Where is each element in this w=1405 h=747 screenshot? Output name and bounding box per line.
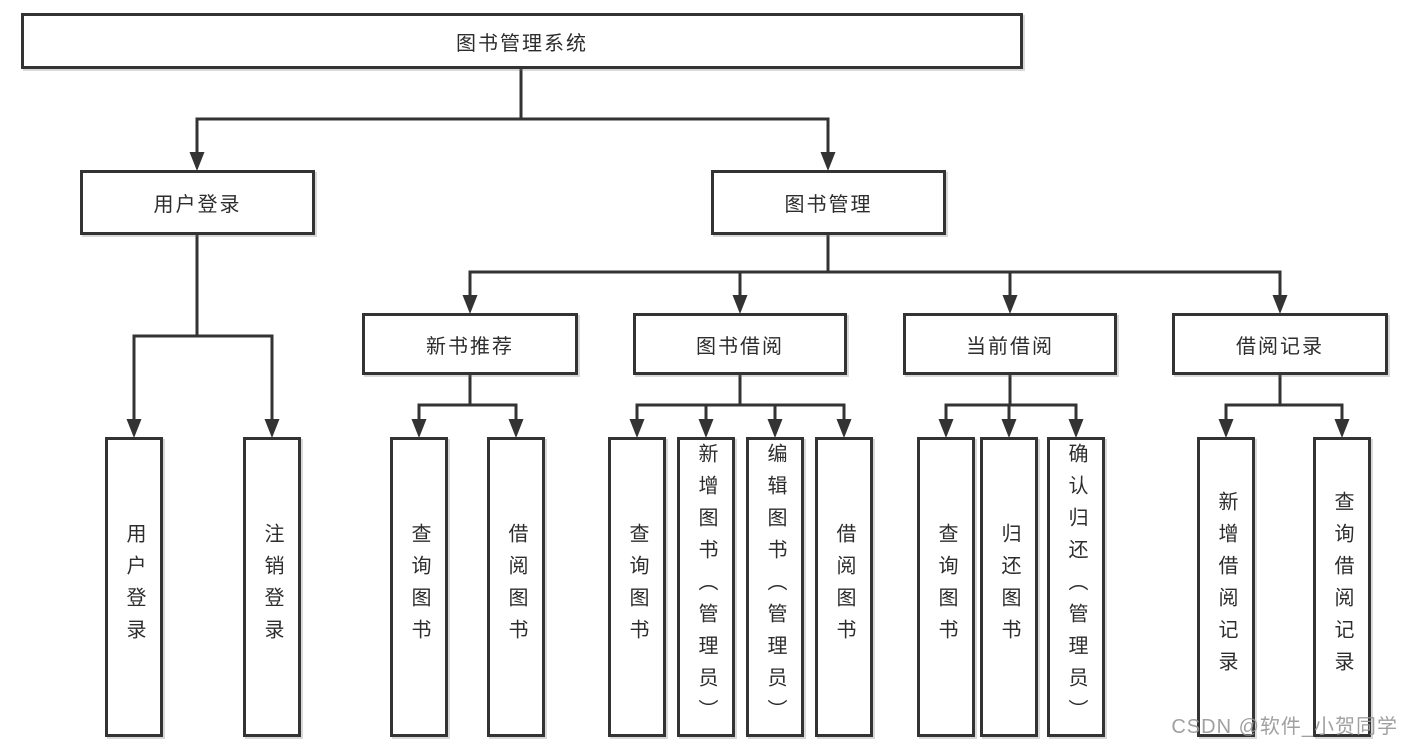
arrowheads [126,152,1350,438]
leaf-query-borrow-record: 查询借阅记录 [1313,437,1371,737]
leaf-label: 查询图书 [626,523,648,651]
node-root-system: 图书管理系统 [21,13,1023,69]
leaf-label: 查询借阅记录 [1331,491,1353,683]
node-label: 用户登录 [153,194,242,216]
leaf-label: 查询图书 [935,523,957,651]
leaf-borrow-books-recommend: 借阅图书 [487,437,545,737]
connector-spines [132,67,1344,424]
leaf-borrow-books-borrow: 借阅图书 [815,437,873,737]
leaf-label: 新增图书（管理员） [695,443,717,731]
leaf-label: 确认归还（管理员） [1065,443,1087,731]
leaf-query-books-current: 查询图书 [917,437,975,737]
leaf-add-book-admin: 新增图书（管理员） [677,437,735,737]
leaf-label: 借阅图书 [833,523,855,651]
leaf-query-books-borrow: 查询图书 [608,437,666,737]
node-book-borrow: 图书借阅 [633,313,847,375]
node-current-borrow: 当前借阅 [903,313,1117,375]
node-label: 借阅记录 [1236,335,1324,358]
leaf-label: 新增借阅记录 [1215,491,1237,683]
leaf-label: 用户登录 [123,523,145,651]
node-borrow-records: 借阅记录 [1172,313,1388,375]
node-label: 新书推荐 [426,335,514,358]
leaf-label: 借阅图书 [505,523,527,651]
leaf-return-books: 归还图书 [980,437,1038,737]
leaf-label: 查询图书 [408,523,430,651]
leaf-label: 编辑图书（管理员） [764,443,786,731]
node-label: 当前借阅 [966,335,1054,358]
node-label: 图书借阅 [696,335,784,358]
leaf-label: 注销登录 [261,523,283,651]
node-label: 图书管理 [784,194,873,216]
leaf-query-books-recommend: 查询图书 [390,437,448,737]
leaf-logout: 注销登录 [243,437,301,737]
node-user-login-branch: 用户登录 [80,170,315,235]
leaf-add-borrow-record: 新增借阅记录 [1197,437,1255,737]
leaf-edit-book-admin: 编辑图书（管理员） [746,437,804,737]
node-new-book-recommend: 新书推荐 [362,313,578,375]
leaf-confirm-return-admin: 确认归还（管理员） [1047,437,1105,737]
node-book-management: 图书管理 [711,170,946,235]
csdn-watermark: CSDN @软件_小贺同学 [1171,716,1398,738]
leaf-user-login: 用户登录 [105,437,163,737]
node-label: 图书管理系统 [456,32,588,55]
leaf-label: 归还图书 [998,523,1020,651]
